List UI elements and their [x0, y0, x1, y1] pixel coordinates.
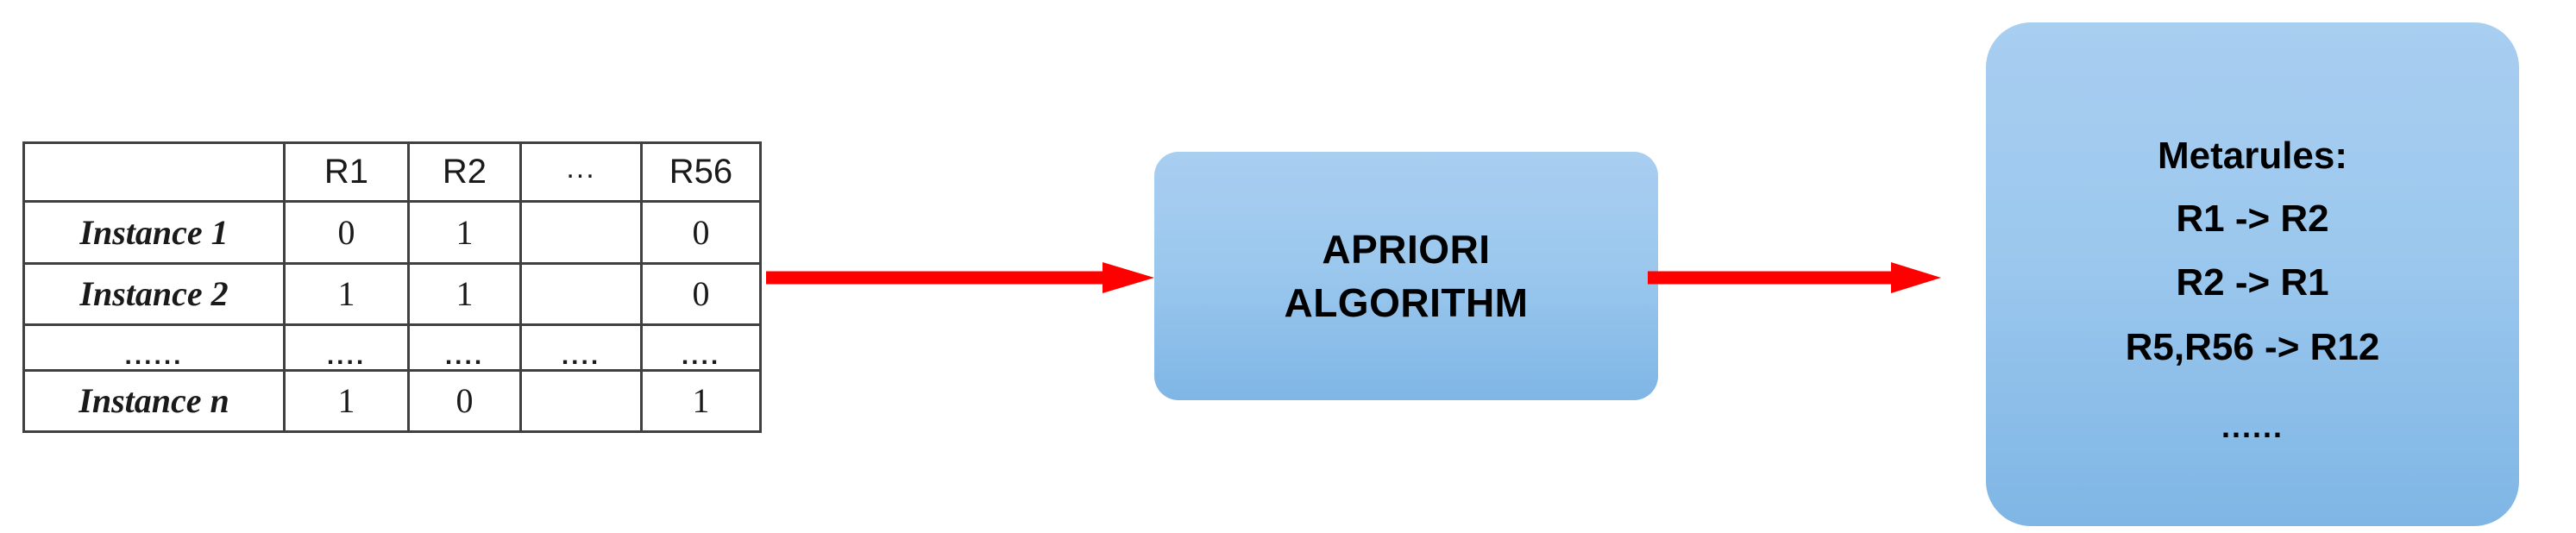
metarule-item-3: R5,R56 -> R12 [2125, 325, 2380, 368]
cell-instance-n-r1: 1 [283, 368, 410, 434]
cell-instance-n-ellipsis [519, 368, 643, 434]
row-label-instance-2: Instance 2 [22, 261, 286, 326]
row-label-ellipsis: ...... [22, 323, 286, 372]
cell-ellipsis-r1: .... [283, 323, 410, 372]
cell-instance-1-r56: 0 [640, 200, 762, 265]
cell-ellipsis-r2: .... [407, 323, 522, 372]
metarules-title: Metarules: [2157, 135, 2348, 177]
arrow-right-icon-apriori-to-metarules [1648, 262, 1941, 293]
metarule-item-1: R1 -> R2 [2176, 197, 2329, 240]
metarules-output-box[interactable]: Metarules: R1 -> R2 R2 -> R1 R5,R56 -> R… [1986, 22, 2519, 526]
apriori-algorithm-box[interactable]: APRIORI ALGORITHM [1154, 152, 1658, 400]
header-cell-r2: R2 [407, 141, 522, 204]
cell-instance-2-r1: 1 [283, 261, 410, 326]
header-cell-r56: R56 [640, 141, 762, 204]
cell-instance-2-ellipsis [519, 261, 643, 326]
input-data-matrix: R1 R2 ... R56 Instance 1 0 1 0 Instance … [22, 141, 762, 434]
cell-instance-n-r56: 1 [640, 368, 762, 434]
table-row-ellipsis: ...... .... .... .... .... [22, 323, 762, 372]
apriori-label-line-1: APRIORI [1322, 226, 1491, 272]
table-row: Instance n 1 0 1 [22, 368, 762, 434]
cell-ellipsis-mid: .... [519, 323, 643, 372]
table-header-row: R1 R2 ... R56 [22, 141, 762, 204]
row-label-instance-n: Instance n [22, 368, 286, 434]
row-label-instance-1: Instance 1 [22, 200, 286, 265]
header-cell-r1: R1 [283, 141, 410, 204]
cell-instance-2-r2: 1 [407, 261, 522, 326]
cell-instance-1-r2: 1 [407, 200, 522, 265]
header-cell-ellipsis: ... [519, 141, 643, 204]
metarule-item-2: R2 -> R1 [2176, 261, 2329, 304]
cell-ellipsis-r56: .... [640, 323, 762, 372]
table-row: Instance 1 0 1 0 [22, 200, 762, 265]
cell-instance-1-ellipsis [519, 200, 643, 265]
arrow-right-icon-table-to-apriori [766, 262, 1154, 293]
header-cell-corner [22, 141, 286, 204]
matrix-table: R1 R2 ... R56 Instance 1 0 1 0 Instance … [22, 141, 762, 434]
metarules-more-ellipsis: ...... [2221, 409, 2284, 445]
table-row: Instance 2 1 1 0 [22, 261, 762, 326]
cell-instance-n-r2: 0 [407, 368, 522, 434]
cell-instance-2-r56: 0 [640, 261, 762, 326]
cell-instance-1-r1: 0 [283, 200, 410, 265]
apriori-label-line-2: ALGORITHM [1284, 280, 1529, 325]
